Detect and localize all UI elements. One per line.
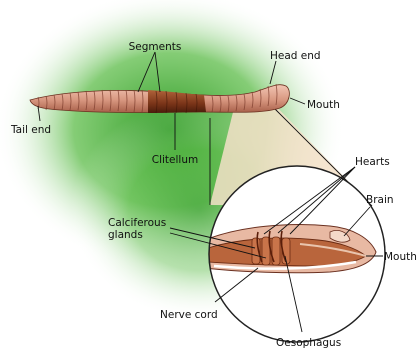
label-brain: Brain: [366, 194, 394, 206]
label-calciferous: Calciferous: [108, 217, 166, 229]
label-glands: glands: [108, 229, 143, 241]
label-tail-end: Tail end: [10, 124, 51, 136]
label-oesophagus: Oesophagus: [276, 337, 341, 349]
label-nerve-cord: Nerve cord: [160, 309, 218, 321]
label-clitellum: Clitellum: [152, 154, 198, 166]
label-mouth-top: Mouth: [307, 99, 340, 111]
label-segments: Segments: [129, 41, 182, 53]
label-head-end: Head end: [270, 50, 321, 62]
label-mouth-detail: Mouth: [384, 251, 417, 263]
label-hearts: Hearts: [355, 156, 390, 168]
